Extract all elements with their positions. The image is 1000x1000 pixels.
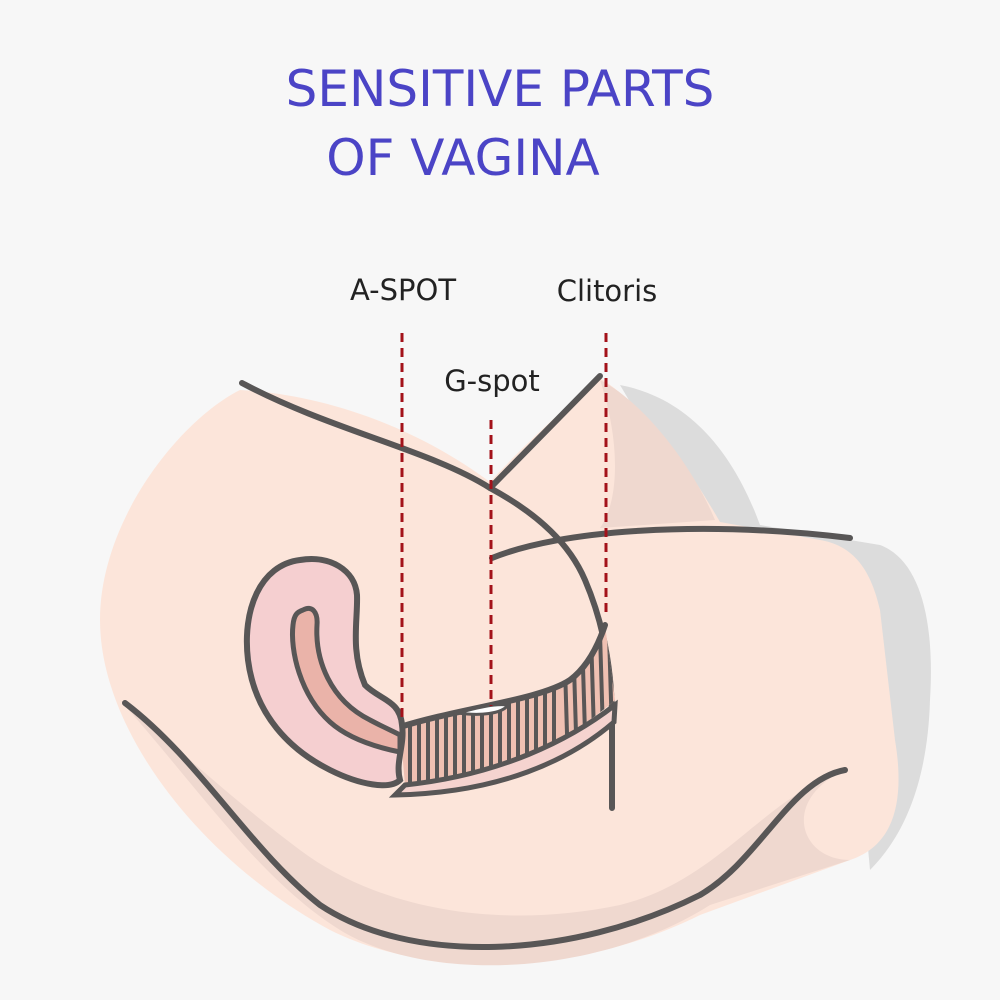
g-spot-area bbox=[457, 703, 511, 716]
uterus-cavity bbox=[290, 605, 403, 756]
g-spot-label: G-spot bbox=[444, 364, 540, 398]
title-line-2: OF VAGINA bbox=[326, 129, 599, 187]
leg-outline bbox=[489, 525, 853, 561]
thigh-shadow bbox=[120, 700, 850, 966]
canal-lower-wall bbox=[388, 699, 618, 798]
abdomen-outline bbox=[239, 380, 616, 811]
title-line-1: SENSITIVE PARTS bbox=[286, 60, 715, 118]
canal-top-outline bbox=[397, 622, 608, 730]
bottom-outline bbox=[122, 700, 848, 951]
a-spot-label: A-SPOT bbox=[350, 273, 456, 307]
body-shape bbox=[100, 378, 899, 965]
clitoris-label: Clitoris bbox=[557, 274, 658, 308]
thigh-outline bbox=[487, 373, 603, 491]
thigh-fold-shadow bbox=[600, 380, 715, 528]
